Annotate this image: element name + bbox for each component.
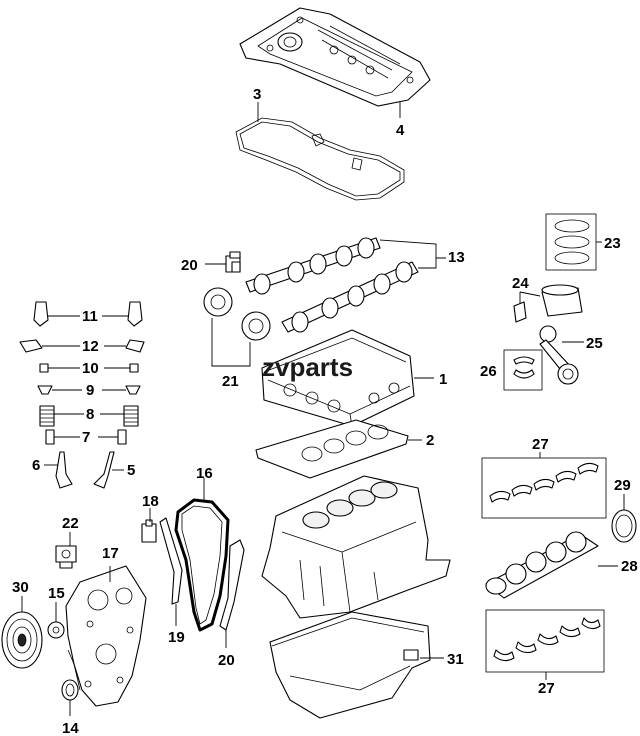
callout-28: 28 (621, 558, 638, 575)
valve-springs[interactable] (39, 405, 139, 427)
chain-guide[interactable] (219, 539, 245, 631)
callout-5: 5 (127, 462, 135, 479)
callout-23: 23 (604, 235, 621, 252)
intake-valve[interactable] (55, 451, 73, 489)
callout-26: 26 (480, 363, 497, 380)
valve-retainers[interactable] (37, 385, 141, 395)
chain-tensioner[interactable] (141, 519, 157, 543)
callout-22: 22 (62, 515, 79, 532)
callout-8: 8 (86, 406, 94, 423)
cam-sensor[interactable] (225, 251, 241, 273)
piston[interactable] (513, 284, 583, 323)
callout-27-bottom: 27 (538, 680, 555, 697)
rod-bearings[interactable] (503, 349, 543, 391)
callout-25: 25 (586, 335, 603, 352)
rocker-arms[interactable] (19, 339, 145, 353)
watermark: zvparts (262, 352, 353, 382)
main-bearings-lower[interactable] (485, 609, 605, 673)
callout-4: 4 (396, 122, 405, 139)
main-bearings-upper[interactable] (481, 457, 607, 519)
engine-block[interactable] (261, 475, 451, 619)
callout-27-top: 27 (532, 436, 549, 453)
callout-6: 6 (32, 457, 40, 474)
exhaust-valve[interactable] (93, 451, 115, 489)
timing-cover[interactable] (65, 565, 147, 707)
crank-pulley[interactable] (1, 611, 43, 669)
head-gasket[interactable] (255, 419, 409, 479)
cam-phasers[interactable] (203, 287, 271, 341)
callout-24: 24 (512, 275, 529, 292)
callout-17: 17 (102, 545, 119, 562)
crankshaft[interactable] (485, 531, 599, 599)
callout-15: 15 (48, 585, 65, 602)
callout-19: 19 (168, 629, 185, 646)
callout-11: 11 (82, 308, 98, 325)
callout-20-bottom: 20 (218, 652, 235, 669)
callout-2: 2 (426, 432, 434, 449)
callout-18: 18 (142, 493, 159, 510)
front-crank-seal[interactable] (61, 679, 79, 701)
rear-main-seal[interactable] (611, 509, 637, 543)
cylinder-head[interactable] (261, 329, 415, 427)
timing-chain[interactable] (174, 498, 230, 632)
connecting-rod[interactable] (539, 325, 579, 385)
callout-1: 1 (439, 371, 447, 388)
valve-keepers[interactable] (39, 363, 139, 373)
callout-3: 3 (253, 86, 261, 103)
crank-sprocket[interactable] (47, 621, 65, 639)
oil-pan[interactable] (269, 611, 431, 719)
callout-14: 14 (62, 720, 79, 736)
valve-cover[interactable] (239, 7, 431, 107)
callout-16: 16 (196, 465, 213, 482)
callout-9: 9 (86, 382, 94, 399)
oil-control-valve[interactable] (55, 545, 77, 569)
camshafts[interactable] (245, 237, 419, 333)
tensioner-guide[interactable] (159, 517, 183, 605)
callout-20-top: 20 (181, 257, 198, 274)
hydraulic-lifters[interactable] (33, 301, 143, 327)
callout-29: 29 (614, 477, 631, 494)
callout-31: 31 (447, 651, 464, 668)
valve-cover-gasket[interactable] (235, 117, 405, 201)
callout-13: 13 (448, 249, 465, 266)
callout-7: 7 (82, 429, 90, 446)
piston-rings[interactable] (545, 213, 597, 271)
callout-30: 30 (12, 579, 29, 596)
callout-21: 21 (222, 373, 239, 390)
callout-12: 12 (82, 338, 99, 355)
callout-10: 10 (82, 360, 99, 377)
